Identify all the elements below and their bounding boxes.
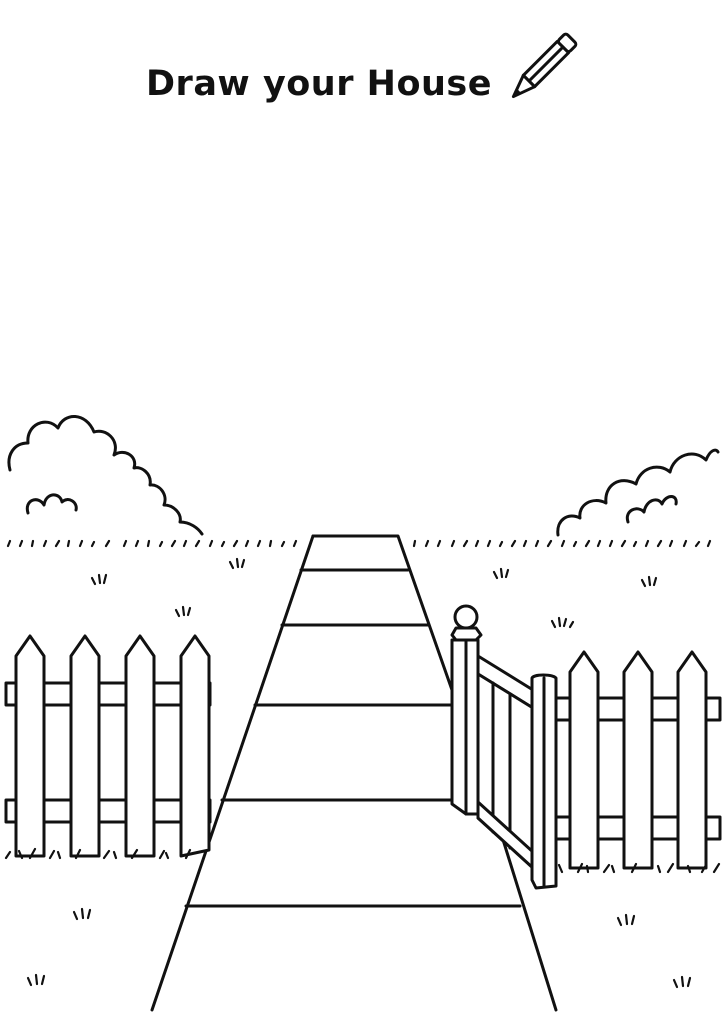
grass-line [6,539,712,548]
stone-path [150,534,558,1012]
bushes-right [556,448,720,537]
page-title: Draw your House [146,64,492,104]
pencil-icon [511,32,578,99]
open-gate [476,654,558,890]
bushes-left [7,415,204,536]
picket-fence-left [4,634,212,858]
gate-post [450,604,483,816]
grass-tufts [4,557,721,989]
picket-fence-right [553,650,722,870]
